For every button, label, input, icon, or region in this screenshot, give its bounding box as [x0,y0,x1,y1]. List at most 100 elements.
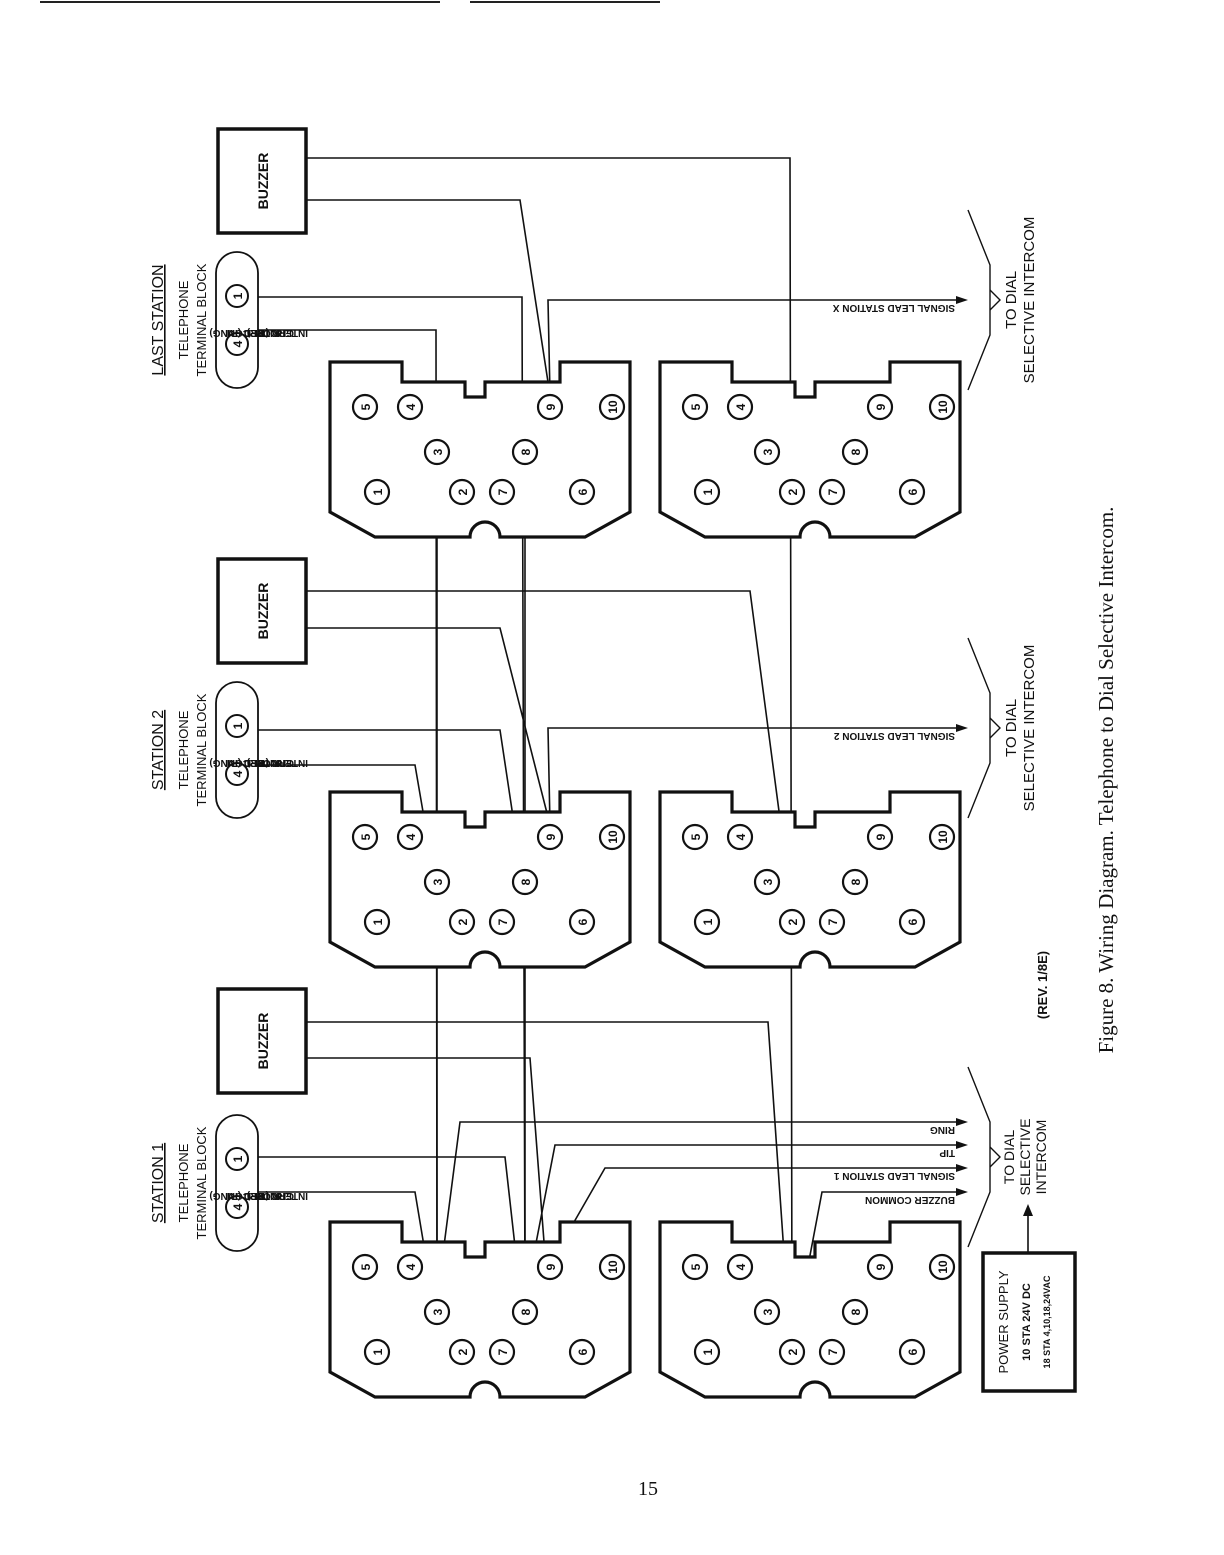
jack-pin-number: 1 [371,1348,385,1355]
jack-pin-number: 3 [431,448,445,455]
jack-pin [841,868,869,896]
jack-pin-number: 8 [849,878,863,885]
jack-pin [351,393,379,421]
jack-pin-number: 4 [734,1263,748,1270]
jack-pin [818,908,846,936]
jack-pin-number: 6 [576,488,590,495]
jack-pin [488,908,516,936]
jack-pin [693,1338,721,1366]
jack-pin [423,1298,451,1326]
dial-bracket [968,0,990,1247]
arrow-ring [956,1118,968,1126]
jack-pin [753,1298,781,1326]
jack-pin-number: 10 [936,400,950,414]
jack-pin-number: 10 [606,400,620,414]
station-title: STATION 1 [150,1143,167,1223]
terminal-block-box [215,251,259,389]
wire-label-intercom: INTERCOM [255,757,308,768]
wire-label-intercom: INTERCOM [255,327,308,338]
to-dial-label: SELECTIVE INTERCOM [1021,217,1038,384]
terminal-block-caption: TERMINAL BLOCK [194,693,209,806]
jack-pin [448,478,476,506]
terminal-1 [225,284,249,308]
jack-pin [726,823,754,851]
dial-bracket [968,0,990,390]
jack-pin-number: 2 [456,1348,470,1355]
dial-bracket-point [989,1146,1001,1168]
terminal-1 [225,714,249,738]
signal-lead-label-2: SIGNAL LEAD STATION 2 [833,730,955,741]
jack-pin [818,1338,846,1366]
terminal-4 [225,332,249,356]
wire-label-intercom: INTERCOM [227,327,280,338]
arrow-tip [956,1141,968,1149]
wires-layer [248,157,1033,1341]
tip-lead-label: TIP [939,1147,955,1158]
station-title: STATION 2 [150,710,167,790]
jack-outline [658,360,962,539]
jack-pin-number: 7 [496,488,510,495]
jack-pin [568,908,596,936]
jack-pin [598,393,626,421]
to-dial-label: TO DIAL [1001,1130,1017,1184]
terminal-4 [225,1195,249,1219]
jack-pin-number: 1 [371,918,385,925]
terminal-number: 1 [231,292,245,299]
terminal-block-caption: TERMINAL BLOCK [194,263,209,376]
jack-pin [351,823,379,851]
jack-pin-number: 1 [701,1348,715,1355]
dial-bracket-point [989,717,1001,739]
jack-pin-number: 7 [826,918,840,925]
jack-pin [568,478,596,506]
jack-pin-number: 6 [906,488,920,495]
jack-outline [658,1220,962,1399]
jack-pin [866,1253,894,1281]
terminal-block-caption: TERMINAL BLOCK [194,1126,209,1239]
jack-pin-number: 2 [456,488,470,495]
jack-pin-number: 9 [874,1263,888,1270]
jack-pin [753,438,781,466]
jack-pin [726,1253,754,1281]
jack-pin-number: 1 [371,488,385,495]
jack-pin [681,823,709,851]
wire-signal-last [547,299,960,396]
jack-pin [778,1338,806,1366]
wire-signal-st2 [547,727,960,826]
jack-pin-number: 5 [359,1263,373,1270]
wire-label-intercom: INTERCOM [227,757,280,768]
jack-pin [693,478,721,506]
jack-outline [328,790,632,969]
jack-pin [396,1253,424,1281]
jack-pin [898,1338,926,1366]
wire-label-grn-tip: GRN (TIP) [247,757,294,768]
power-supply-line1: 10 STA 24V DC [1021,1283,1033,1361]
jack-pin-number: 8 [849,448,863,455]
buzzer-label: BUZZER [255,1013,271,1070]
jack-pin-number: 6 [576,918,590,925]
ring-lead-label: RING [930,1124,955,1135]
jack-pin-number: 3 [761,878,775,885]
jack-pin-number: 9 [544,1263,558,1270]
jack-pin [898,478,926,506]
jack-pin-number: 3 [431,1308,445,1315]
jack-pin-number: 10 [936,1260,950,1274]
jack-pin-number: 7 [496,1348,510,1355]
jack-pin-number: 3 [761,448,775,455]
jack-pin [598,1253,626,1281]
jack-pin [488,1338,516,1366]
jack-pin [866,823,894,851]
arrow-signal-st1 [956,1164,968,1172]
jack-pin-number: 1 [701,918,715,925]
terminal-block-caption: TELEPHONE [176,710,191,789]
jack-pin [928,393,956,421]
jack-pin-number: 1 [701,488,715,495]
terminal-1 [225,1147,249,1171]
jack-pin [753,868,781,896]
jack-pin [681,393,709,421]
